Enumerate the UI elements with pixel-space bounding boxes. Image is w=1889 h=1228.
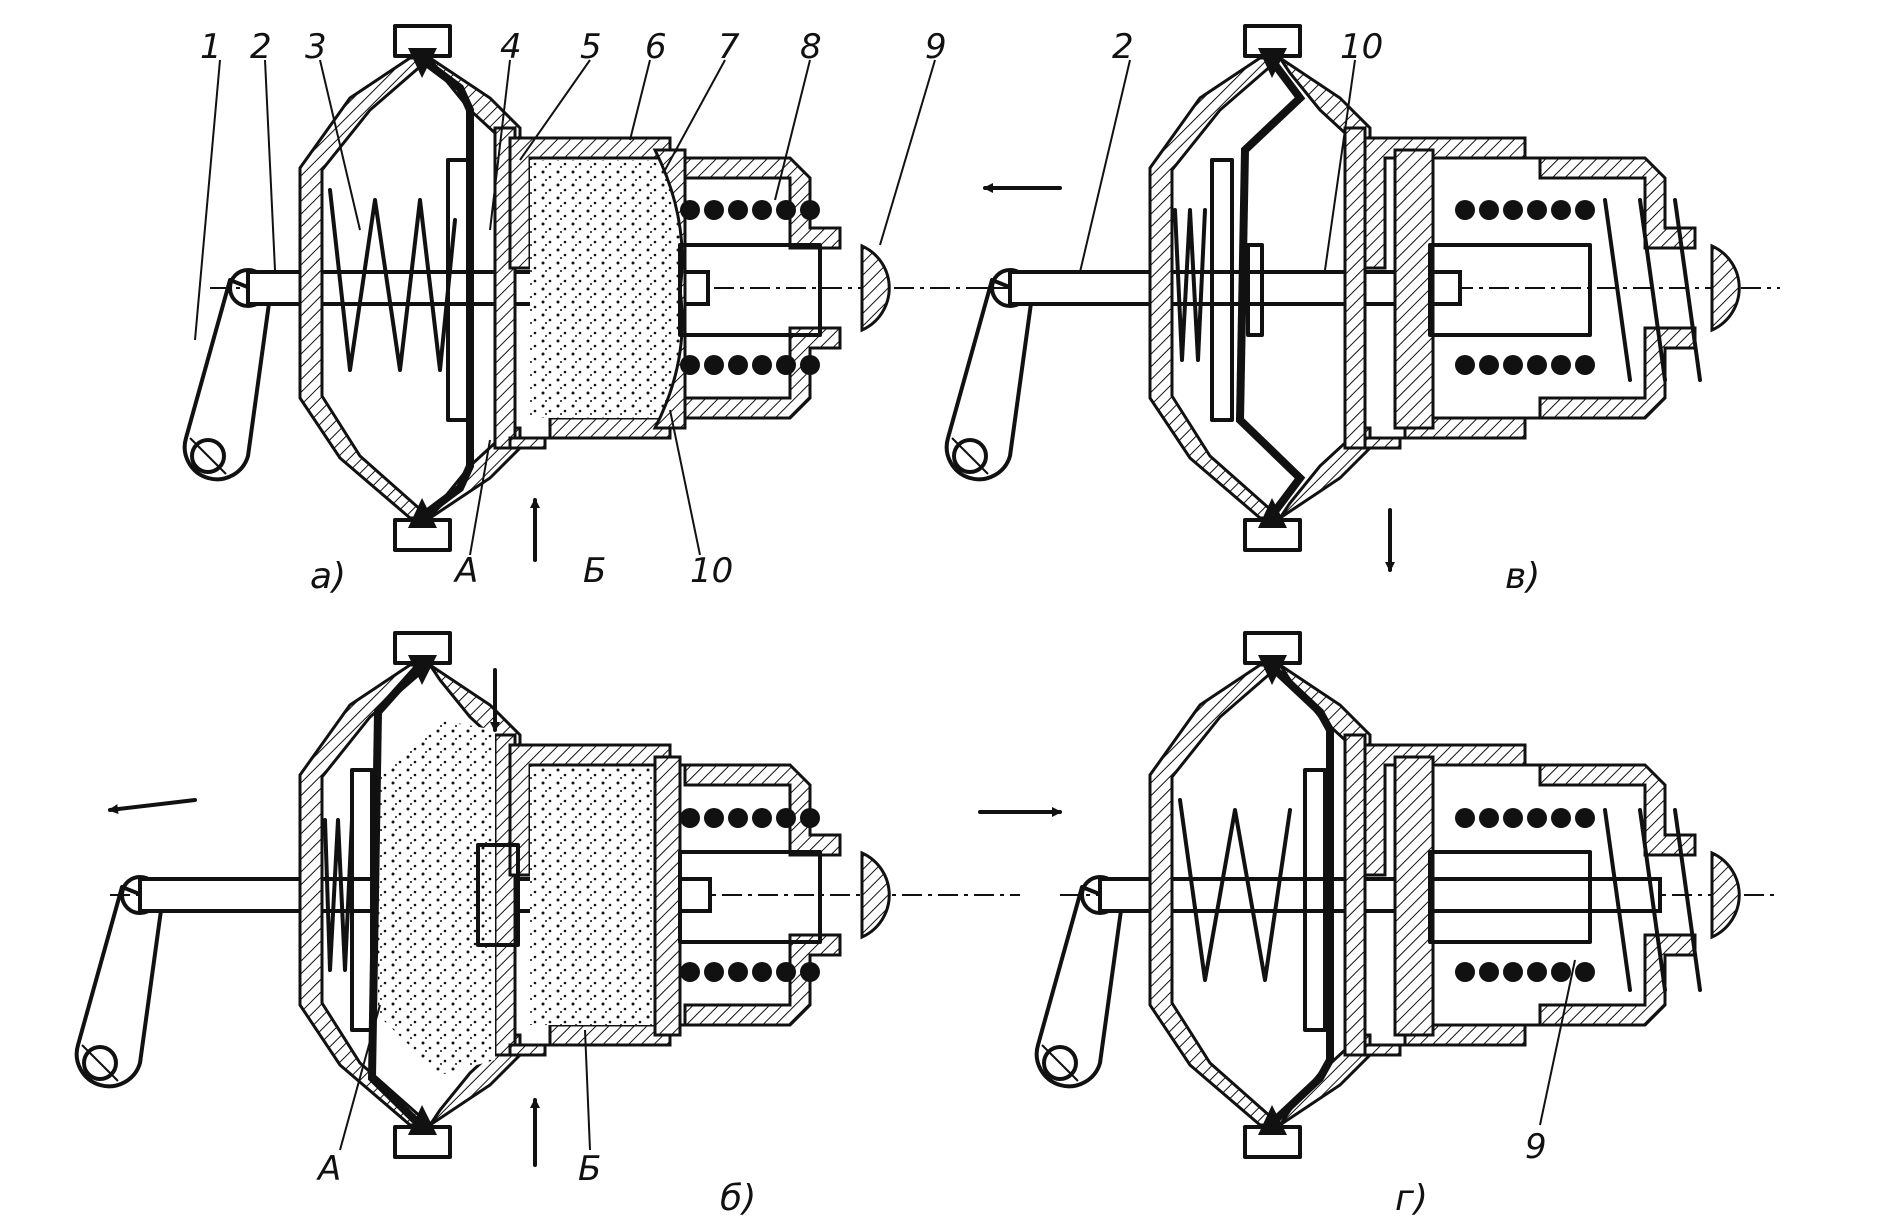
label-2: 2 (1112, 27, 1134, 67)
label-9: 9 (925, 27, 947, 67)
caption-v: в) (1505, 556, 1540, 597)
label-8: 8 (800, 27, 822, 67)
label-1: 1 (200, 27, 222, 67)
caption-g: г) (1395, 1178, 1428, 1219)
label-7: 7 (718, 27, 740, 67)
panel-b: А Б б) (74, 631, 1020, 1219)
label-10: 10 (1340, 27, 1383, 67)
label-chamber-b: Б (583, 551, 606, 591)
label-6: 6 (645, 27, 667, 67)
panel-g: 9 г) (978, 631, 1780, 1219)
label-10: 10 (690, 551, 733, 591)
label-chamber-a: А (316, 1149, 341, 1189)
label-4: 4 (500, 27, 522, 67)
label-9: 9 (1525, 1127, 1547, 1167)
label-3: 3 (305, 27, 327, 67)
caption-a: а) (310, 556, 346, 597)
caption-b: б) (720, 1178, 756, 1219)
label-5: 5 (580, 27, 602, 67)
label-chamber-b: Б (578, 1149, 601, 1189)
panel-a: 1 2 3 4 5 6 7 8 9 А Б 10 а) (182, 24, 1020, 597)
label-chamber-a: А (453, 551, 478, 591)
label-2: 2 (250, 27, 272, 67)
panel-v: 2 10 в) (944, 24, 1780, 597)
